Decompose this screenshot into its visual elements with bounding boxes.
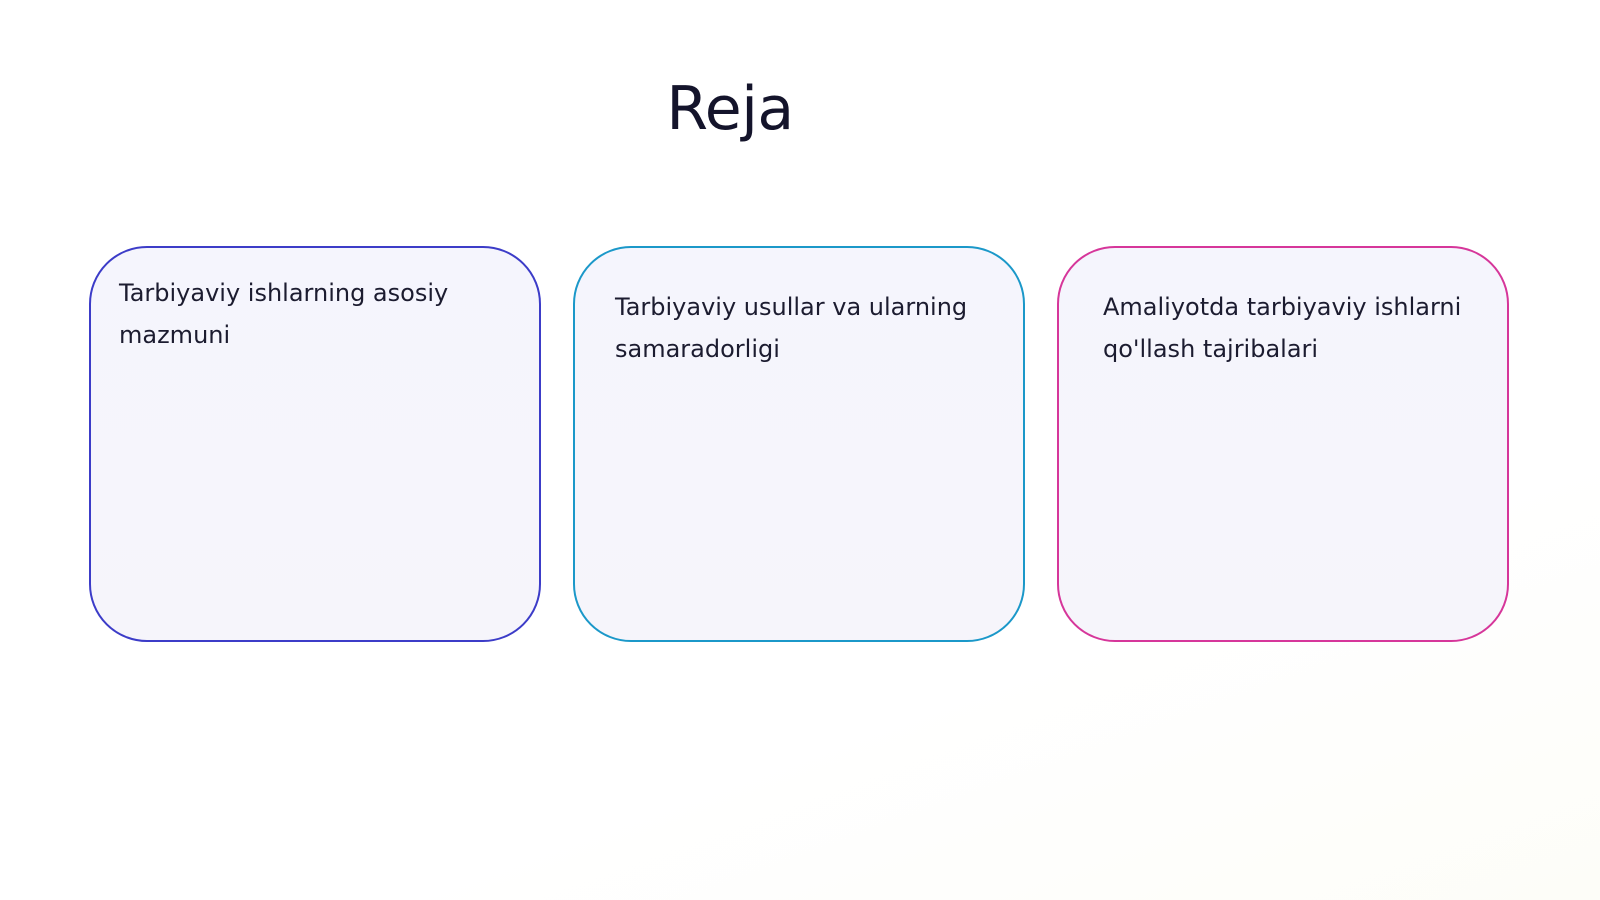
plan-card-2-text: Tarbiyaviy usullar va ularning samarador… — [615, 293, 968, 363]
plan-card-1-text: Tarbiyaviy ishlarning asosiy mazmuni — [119, 279, 449, 349]
plan-card-2: Tarbiyaviy usullar va ularning samarador… — [573, 246, 1025, 642]
plan-card-3-text: Amaliyotda tarbiyaviy ishlarni qo'llash … — [1103, 293, 1462, 363]
slide-title: Reja — [666, 74, 794, 144]
plan-card-3: Amaliyotda tarbiyaviy ishlarni qo'llash … — [1057, 246, 1509, 642]
plan-card-1: Tarbiyaviy ishlarning asosiy mazmuni — [89, 246, 541, 642]
